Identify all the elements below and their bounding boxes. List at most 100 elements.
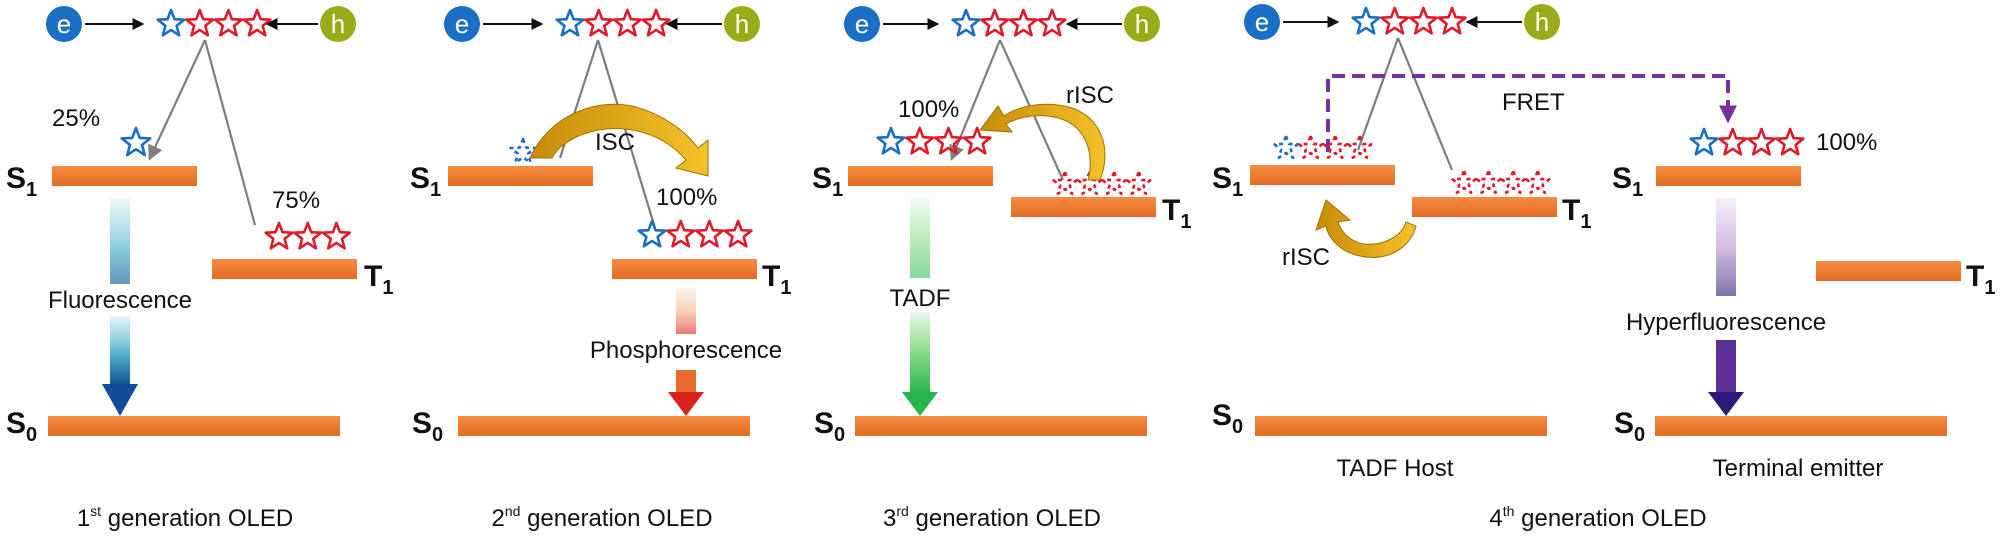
- svg-text:h: h: [735, 9, 749, 39]
- s1-label: S1: [410, 162, 441, 201]
- exciton-stars: [1351, 6, 1467, 35]
- triplet-star-icon: [213, 8, 243, 37]
- triplet-star-icon: [666, 219, 696, 248]
- triplet-star-icon: [1451, 169, 1477, 194]
- host-s1-label: S1: [1212, 162, 1243, 201]
- triplet-star-icon: [723, 219, 753, 248]
- triplet-percent: 100%: [656, 184, 717, 211]
- hole-circle: h: [320, 6, 356, 42]
- isc-label: ISC: [595, 129, 635, 156]
- triplet-star-icon: [1408, 6, 1438, 35]
- emitter-s1-level: [1656, 166, 1801, 186]
- s0-level: [458, 416, 750, 436]
- triplet-stars: [264, 221, 352, 250]
- triplet-star-icon: [1437, 6, 1467, 35]
- tadf-arrow: [902, 198, 938, 416]
- host-label: TADF Host: [1337, 455, 1454, 482]
- singlet-star-icon: [509, 137, 537, 164]
- triplet-star-icon: [1746, 127, 1776, 156]
- s0-label: S0: [814, 407, 845, 446]
- triplet-path: [596, 39, 657, 229]
- singlet-percent: 100%: [898, 96, 959, 123]
- singlet-star-icon: [1351, 6, 1381, 35]
- host-s1-level: [1250, 165, 1395, 185]
- t1-level: [1011, 197, 1156, 217]
- s1-label: S1: [812, 162, 843, 201]
- triplet-star-icon: [1775, 127, 1805, 156]
- triplet-star-icon: [905, 126, 935, 155]
- singlet-percent: 25%: [52, 105, 100, 132]
- triplet-path: [1396, 37, 1454, 171]
- emitter-s0-level: [1655, 416, 1947, 436]
- panel-1: e h 25% 75% S1 T1 S0 Fluo: [6, 6, 393, 532]
- svg-text:h: h: [331, 9, 345, 39]
- panel-caption: 3rd generation OLED: [883, 503, 1101, 532]
- phosphorescence-arrow: [668, 288, 704, 416]
- s1-level: [848, 166, 993, 186]
- singlet-star-icon: [876, 126, 906, 155]
- emitter-s1-label: S1: [1612, 162, 1643, 201]
- triplet-star-icon: [1052, 170, 1078, 195]
- svg-text:e: e: [57, 9, 71, 39]
- emitter-singlet-stars: [1689, 127, 1805, 156]
- singlet-star-icon: [120, 126, 152, 157]
- triplet-star-icon: [1076, 170, 1103, 195]
- triplet-star-icon: [1500, 169, 1526, 194]
- t1-level: [612, 259, 757, 279]
- emitter-t1-label: T1: [1966, 260, 1995, 299]
- singlet-star: [120, 126, 152, 157]
- host-t1-level: [1412, 197, 1557, 217]
- t1-level: [212, 259, 357, 279]
- triplet-star-icon: [185, 8, 215, 37]
- risc-arrow: [979, 103, 1106, 181]
- triplet-star-icon: [264, 221, 294, 250]
- emission-label: Fluorescence: [48, 287, 192, 314]
- s1-level: [52, 166, 197, 186]
- triplet-star-icon: [584, 8, 614, 37]
- triplet-star-icon: [1101, 170, 1127, 195]
- risc-label: rISC: [1282, 244, 1330, 271]
- electron-circle: e: [444, 6, 480, 42]
- triplet-star-icon: [1347, 134, 1373, 159]
- s0-label: S0: [6, 407, 37, 446]
- t1-label: T1: [364, 260, 393, 299]
- exciton-stars: [951, 8, 1067, 37]
- exciton-stars: [555, 8, 671, 37]
- electron-circle: e: [844, 6, 880, 42]
- panel-caption: 1st generation OLED: [77, 503, 293, 532]
- electron-circle: e: [1244, 4, 1280, 40]
- singlet-path: [1356, 37, 1400, 151]
- triplet-star-icon: [1380, 6, 1410, 35]
- svg-text:h: h: [1535, 7, 1549, 37]
- singlet-stars: [876, 126, 992, 155]
- emission-label: TADF: [890, 285, 951, 312]
- triplet-star-icon: [1718, 127, 1748, 156]
- triplet-star-icon: [1126, 170, 1152, 195]
- triplet-star-icon: [1297, 134, 1324, 159]
- host-triplet-stars-dissolving: [1451, 169, 1551, 194]
- panel-caption: 2nd generation OLED: [491, 503, 712, 532]
- host-singlet-stars-dissolving: [1273, 134, 1373, 159]
- hole-circle: h: [1524, 4, 1560, 40]
- emitter-s0-label: S0: [1614, 407, 1645, 446]
- s0-level: [48, 416, 340, 436]
- svg-text:h: h: [1135, 9, 1149, 39]
- s0-label: S0: [412, 407, 443, 446]
- triplet-star-icon: [293, 221, 323, 250]
- triplet-stars: [637, 219, 753, 248]
- svg-text:e: e: [1255, 7, 1269, 37]
- triplet-star-icon: [612, 8, 643, 37]
- host-s0-label: S0: [1212, 399, 1243, 438]
- singlet-star-icon: [637, 219, 667, 248]
- emitter-percent: 100%: [1816, 129, 1877, 156]
- emission-label: Hyperfluorescence: [1626, 309, 1826, 336]
- s1-level: [448, 166, 593, 186]
- emitter-t1-level: [1816, 261, 1961, 281]
- triplet-star-icon: [1525, 169, 1551, 194]
- t1-label: T1: [1162, 194, 1191, 233]
- panel-4: e h FRET rISC 100% S1 T1 S0 S1: [1212, 4, 1995, 532]
- svg-text:e: e: [455, 9, 469, 39]
- singlet-path: [148, 39, 206, 161]
- panel-3: e h 100% rISC S1 T1 S0 TADF 3rd generati…: [812, 6, 1191, 532]
